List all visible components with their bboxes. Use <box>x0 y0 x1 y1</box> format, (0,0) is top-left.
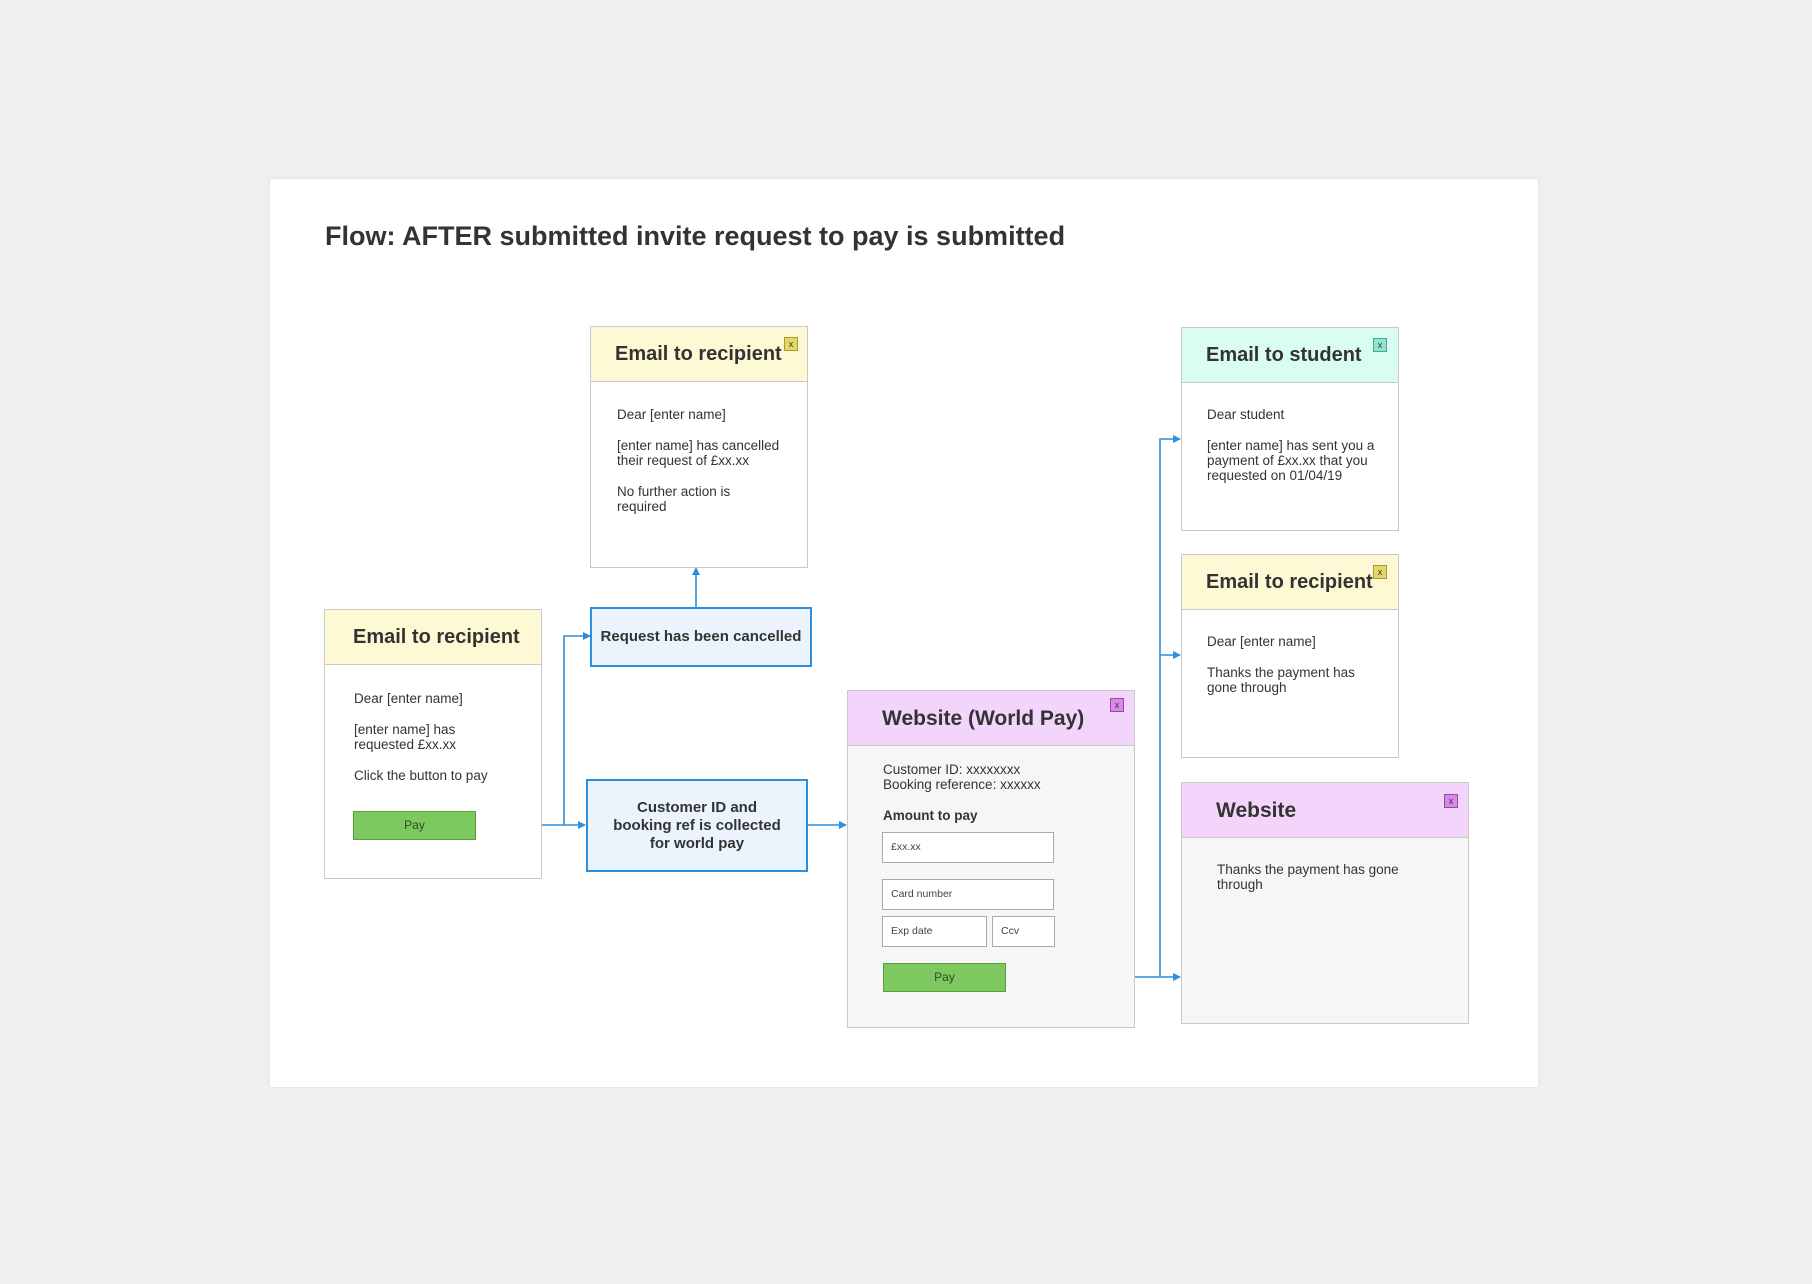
arrow-to-student-email <box>1159 435 1181 977</box>
card-body: Dear student [enter name] has sent you a… <box>1207 407 1374 499</box>
website-message: Thanks the payment has gone through <box>1217 862 1399 892</box>
card-body: Dear [enter name] Thanks the payment has… <box>1207 634 1355 711</box>
card-header: Email to student x <box>1182 328 1398 383</box>
close-icon[interactable]: x <box>1373 338 1387 352</box>
arrow-pay-to-cancelled <box>563 632 591 825</box>
card-email-student: Email to student x Dear student [enter n… <box>1181 327 1399 531</box>
card-title: Website (World Pay) <box>882 707 1085 730</box>
flow-box-customer-id-collected: Customer ID and booking ref is collected… <box>586 779 808 872</box>
customer-info: Customer ID: xxxxxxxx Booking reference:… <box>883 762 1041 792</box>
email-message: [enter name] has sent you a payment of £… <box>1207 438 1375 483</box>
card-body: Dear [enter name] [enter name] has reque… <box>354 691 488 799</box>
card-header: Email to recipient x <box>1182 555 1398 610</box>
close-icon[interactable]: x <box>1110 698 1124 712</box>
email-message: [enter name] has requested £xx.xx <box>354 722 457 752</box>
card-website-worldpay: Website (World Pay) x Customer ID: xxxxx… <box>847 690 1135 1028</box>
card-title: Email to recipient <box>615 343 782 365</box>
close-icon[interactable]: x <box>784 337 798 351</box>
amount-label: Amount to pay <box>883 808 978 823</box>
card-title: Email to recipient <box>353 626 520 648</box>
card-email-recipient-cancelled: Email to recipient x Dear [enter name] [… <box>590 326 808 568</box>
email-note: No further action is required <box>617 484 731 514</box>
ccv-field[interactable]: Ccv <box>992 916 1055 947</box>
email-message: [enter name] has cancelled their request… <box>617 438 780 468</box>
email-instruction: Click the button to pay <box>354 768 488 783</box>
email-message: Thanks the payment has gone through <box>1207 665 1355 695</box>
card-header: Website (World Pay) x <box>848 691 1134 746</box>
amount-field[interactable]: £xx.xx <box>882 832 1054 863</box>
email-greeting: Dear student <box>1207 407 1285 422</box>
card-body: Thanks the payment has gone through <box>1217 862 1399 908</box>
close-icon[interactable]: x <box>1444 794 1458 808</box>
close-icon[interactable]: x <box>1373 565 1387 579</box>
card-header: Email to recipient x <box>591 327 807 382</box>
card-title: Website <box>1216 799 1297 822</box>
exp-date-field[interactable]: Exp date <box>882 916 987 947</box>
email-greeting: Dear [enter name] <box>617 407 726 422</box>
card-body: Dear [enter name] [enter name] has cance… <box>617 407 779 530</box>
page-title: Flow: AFTER submitted invite request to … <box>325 221 1066 251</box>
flow-box-request-cancelled: Request has been cancelled <box>590 607 812 667</box>
card-title: Email to recipient <box>1206 571 1373 593</box>
card-header: Website x <box>1182 783 1468 838</box>
card-website-confirmation: Website x Thanks the payment has gone th… <box>1181 782 1469 1024</box>
pay-button[interactable]: Pay <box>353 811 476 840</box>
email-greeting: Dear [enter name] <box>354 691 463 706</box>
card-title: Email to student <box>1206 344 1362 366</box>
card-number-field[interactable]: Card number <box>882 879 1054 910</box>
pay-button[interactable]: Pay <box>883 963 1006 992</box>
card-email-recipient-request: Email to recipient Dear [enter name] [en… <box>324 609 542 879</box>
email-greeting: Dear [enter name] <box>1207 634 1316 649</box>
card-email-recipient-paid: Email to recipient x Dear [enter name] T… <box>1181 554 1399 758</box>
card-header: Email to recipient <box>325 610 541 665</box>
